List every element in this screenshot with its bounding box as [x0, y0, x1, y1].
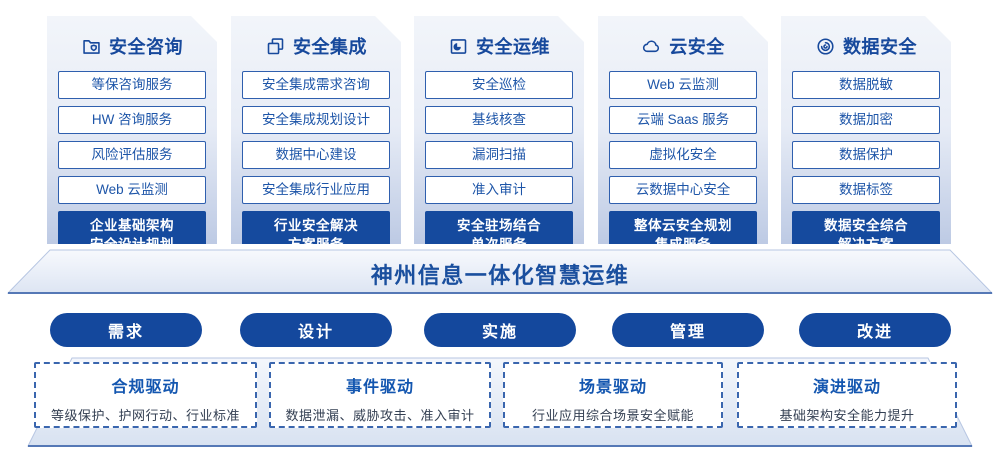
- service-item: 安全集成需求咨询: [242, 71, 390, 99]
- service-item: 数据加密: [792, 106, 940, 134]
- service-item: 数据中心建设: [242, 141, 390, 169]
- card-title: 云安全: [669, 37, 725, 57]
- service-item: 云数据中心安全: [609, 176, 757, 204]
- driver-title: 演进驱动: [812, 379, 881, 396]
- service-item: HW 咨询服务: [58, 106, 206, 134]
- service-item: 基线核查: [425, 106, 573, 134]
- cloud-icon: [641, 36, 662, 57]
- driver-desc: 等级保护、护网行动、行业标准: [50, 408, 240, 423]
- service-item: 风险评估服务: [58, 141, 206, 169]
- driver-title: 合规驱动: [111, 379, 180, 396]
- service-item: 漏洞扫描: [425, 141, 573, 169]
- service-item: 数据标签: [792, 176, 940, 204]
- driver-title: 场景驱动: [578, 379, 647, 396]
- service-item: 云端 Saas 服务: [609, 106, 757, 134]
- service-item: 数据脱敏: [792, 71, 940, 99]
- card-security-consulting: 安全咨询 等保咨询服务 HW 咨询服务 风险评估服务 Web 云监测 企业基础架…: [47, 16, 217, 244]
- card-items: 等保咨询服务 HW 咨询服务 风险评估服务 Web 云监测: [47, 61, 217, 204]
- card-header: 安全咨询: [47, 16, 217, 61]
- footer-line: 行业安全解决: [274, 218, 358, 233]
- card-header: 数据安全: [781, 16, 951, 61]
- service-item: 数据保护: [792, 141, 940, 169]
- service-item: Web 云监测: [58, 176, 206, 204]
- card-security-integration: 安全集成 安全集成需求咨询 安全集成规划设计 数据中心建设 安全集成行业应用 行…: [231, 16, 401, 244]
- card-header: 安全运维: [414, 16, 584, 61]
- pill-management: 管理: [612, 313, 764, 347]
- pill-design: 设计: [240, 313, 392, 347]
- fingerprint-icon: [815, 36, 836, 57]
- footer-line: 整体云安全规划: [634, 218, 732, 233]
- card-data-security: 数据安全 数据脱敏 数据加密 数据保护 数据标签 数据安全综合 解决方案: [781, 16, 951, 244]
- card-items: 安全集成需求咨询 安全集成规划设计 数据中心建设 安全集成行业应用: [231, 61, 401, 204]
- service-item: 安全集成规划设计: [242, 106, 390, 134]
- card-title: 数据安全: [843, 37, 917, 57]
- pill-improvement: 改进: [799, 313, 951, 347]
- card-title: 安全运维: [476, 37, 550, 57]
- driver-scenario: 场景驱动 行业应用综合场景安全赋能: [503, 362, 723, 428]
- driver-desc: 行业应用综合场景安全赋能: [531, 408, 694, 423]
- card-header: 云安全: [598, 16, 768, 61]
- pill-implementation: 实施: [424, 313, 576, 347]
- driver-incident: 事件驱动 数据泄漏、威胁攻击、准入审计: [269, 362, 491, 428]
- pie-board-icon: [448, 36, 469, 57]
- footer-line: 企业基础架构: [90, 218, 174, 233]
- banner-title: 神州信息一体化智慧运维: [370, 263, 630, 288]
- card-title: 安全集成: [293, 37, 367, 57]
- card-items: Web 云监测 云端 Saas 服务 虚拟化安全 云数据中心安全: [598, 61, 768, 204]
- footer-line: 数据安全综合: [824, 218, 908, 233]
- footer-line: 安全驻场结合: [457, 218, 541, 233]
- service-item: 准入审计: [425, 176, 573, 204]
- service-item: 安全集成行业应用: [242, 176, 390, 204]
- service-item: 虚拟化安全: [609, 141, 757, 169]
- driver-evolution: 演进驱动 基础架构安全能力提升: [737, 362, 957, 428]
- service-item: Web 云监测: [609, 71, 757, 99]
- card-header: 安全集成: [231, 16, 401, 61]
- driver-desc: 基础架构安全能力提升: [779, 408, 915, 423]
- pill-requirements: 需求: [50, 313, 202, 347]
- driver-compliance: 合规驱动 等级保护、护网行动、行业标准: [34, 362, 257, 428]
- driver-title: 事件驱动: [345, 379, 414, 396]
- card-items: 安全巡检 基线核查 漏洞扫描 准入审计: [414, 61, 584, 204]
- card-cloud-security: 云安全 Web 云监测 云端 Saas 服务 虚拟化安全 云数据中心安全 整体云…: [598, 16, 768, 244]
- service-item: 等保咨询服务: [58, 71, 206, 99]
- card-items: 数据脱敏 数据加密 数据保护 数据标签: [781, 61, 951, 204]
- copy-documents-icon: [265, 36, 286, 57]
- folder-shield-icon: [81, 36, 102, 57]
- driver-desc: 数据泄漏、威胁攻击、准入审计: [285, 408, 475, 423]
- card-title: 安全咨询: [109, 37, 183, 57]
- service-item: 安全巡检: [425, 71, 573, 99]
- card-security-operations: 安全运维 安全巡检 基线核查 漏洞扫描 准入审计 安全驻场结合 单次服务: [414, 16, 584, 244]
